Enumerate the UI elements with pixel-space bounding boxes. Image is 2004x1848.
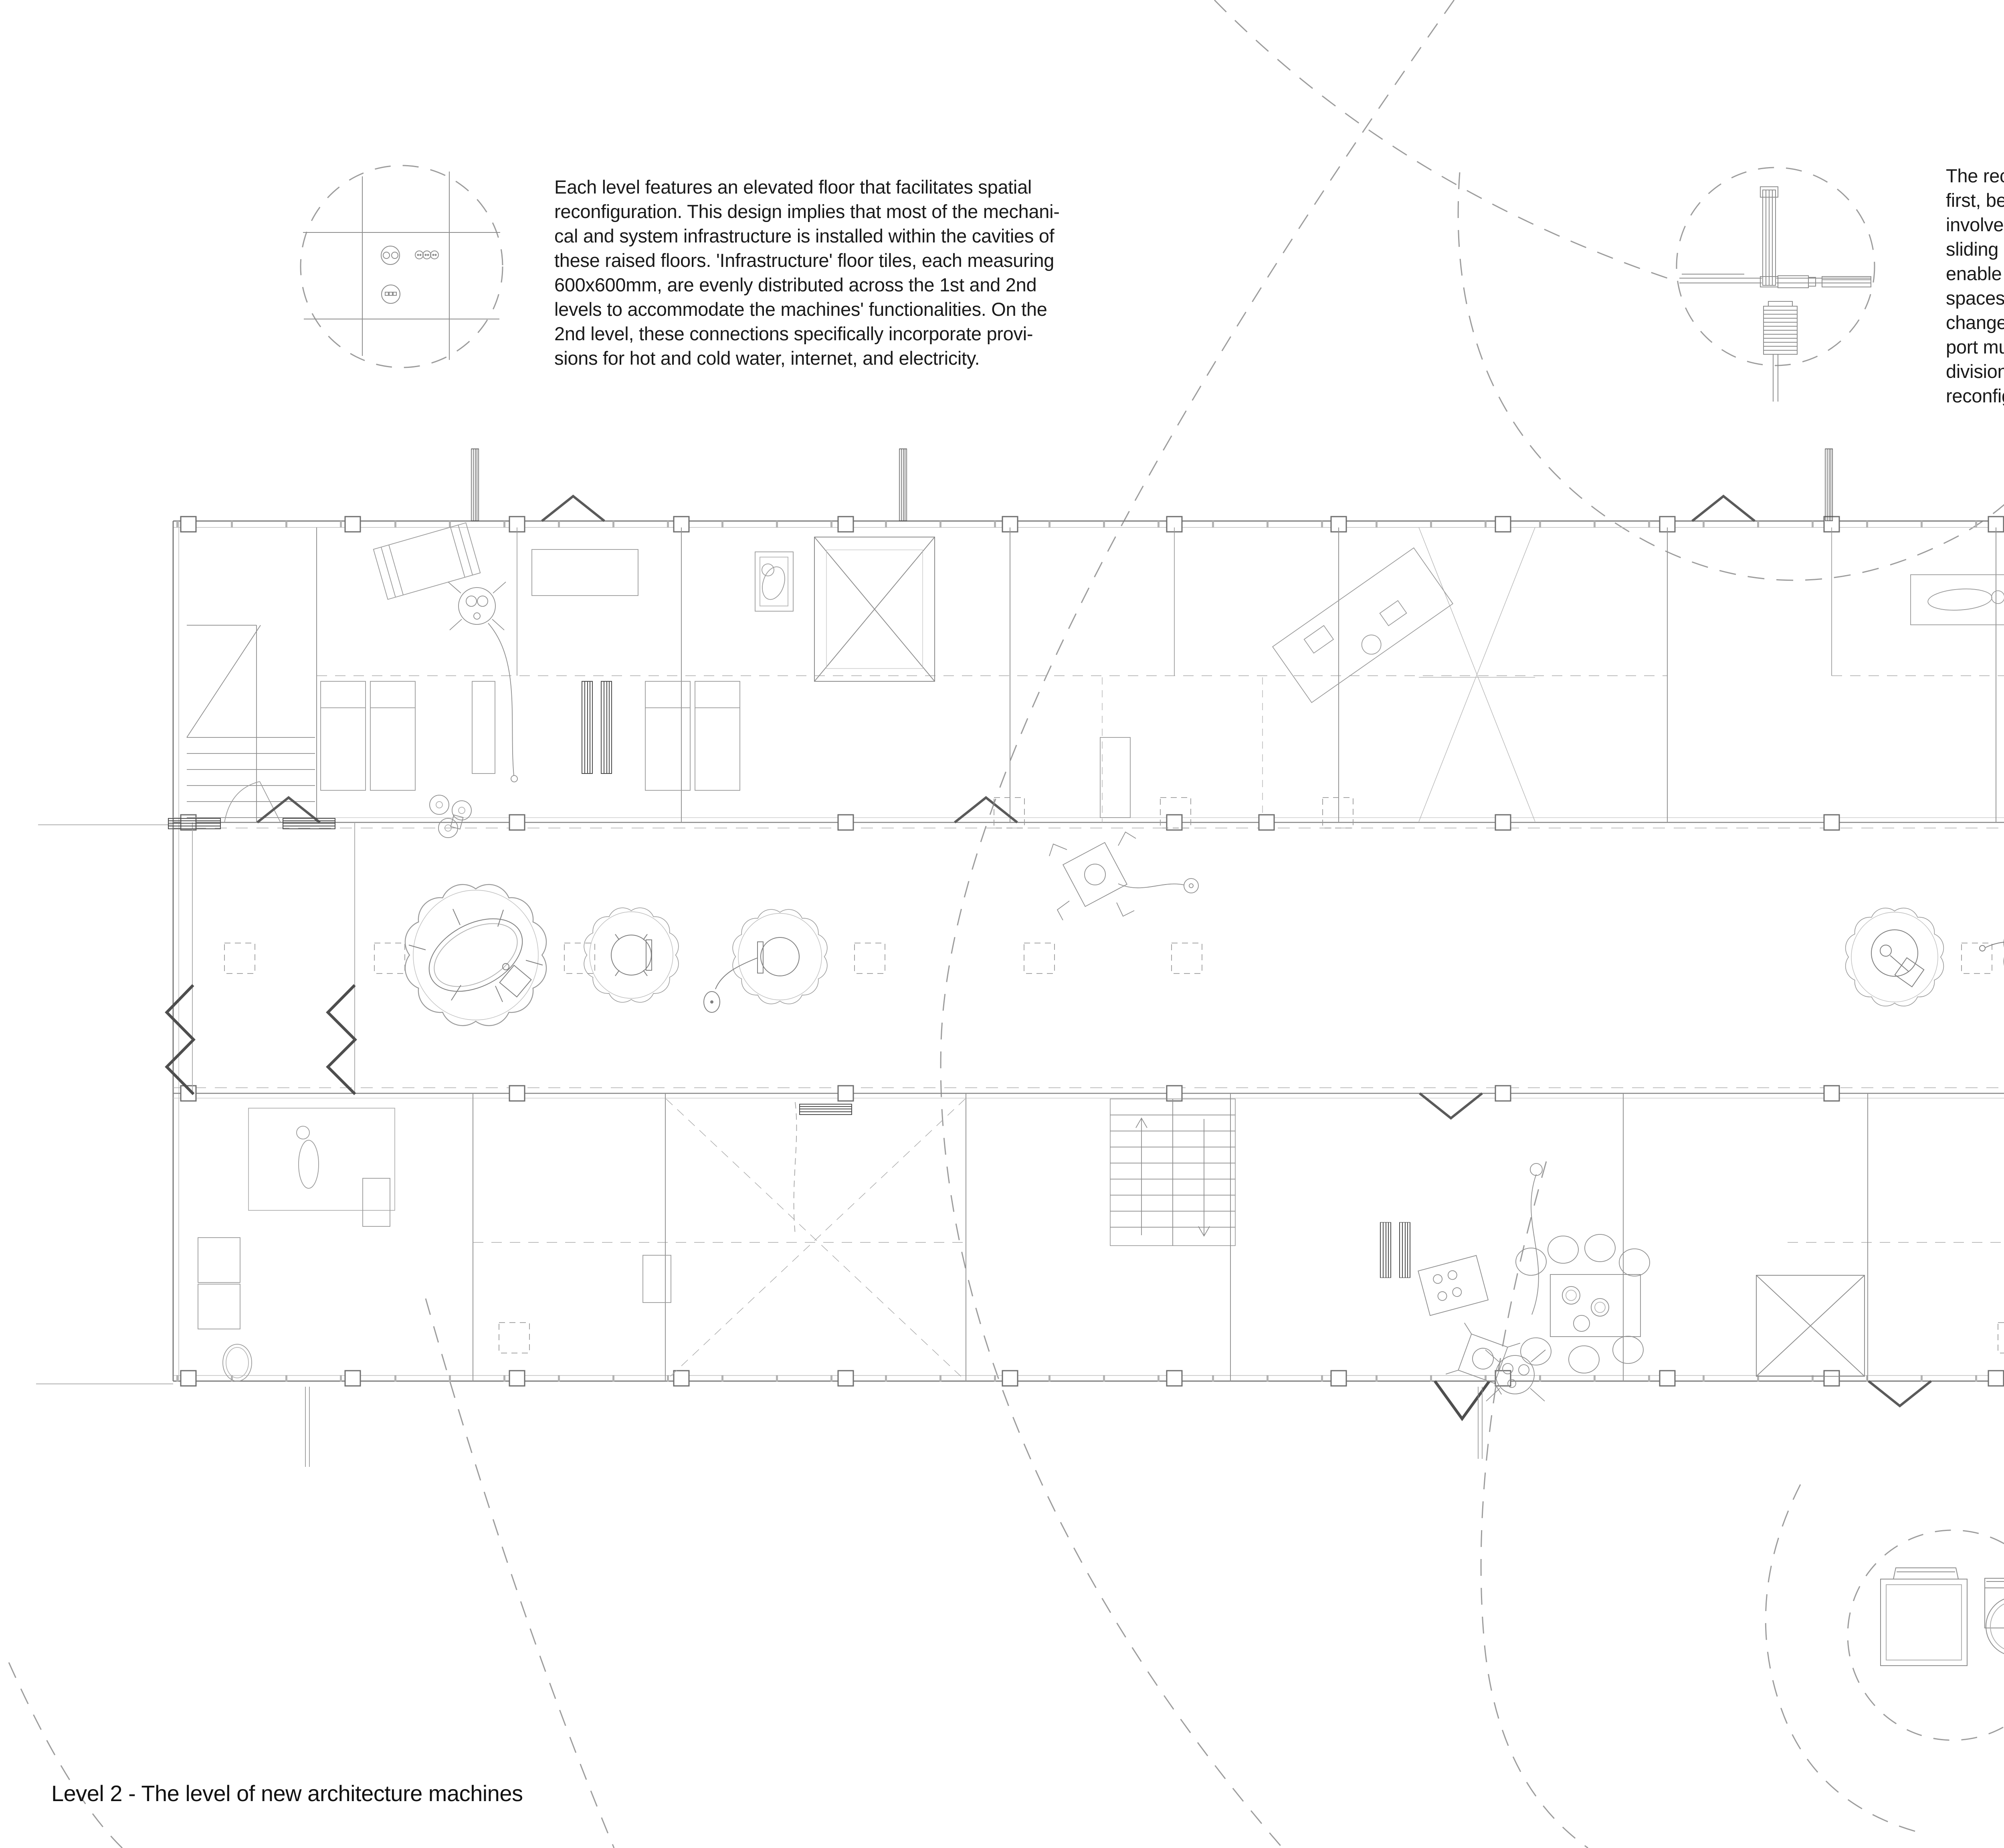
annotation-line: 600x600mm, are evenly distributed across… — [554, 274, 1037, 295]
machine-blobs — [404, 884, 2004, 1026]
bed-with-person — [1910, 574, 2004, 625]
annotation-line: first, being more immediate and easily i… — [1946, 190, 2004, 211]
annotation-line: Each level features an elevated floor th… — [554, 176, 1032, 198]
service-hatch-icon — [381, 285, 400, 304]
square-container-icon — [1880, 1567, 1968, 1666]
legged-table-robot — [1485, 1349, 1546, 1402]
annotation-line: sliding doors, and folding doors. These … — [1946, 238, 2004, 260]
shaft-x-bottom — [1756, 1275, 1865, 1377]
rotated-bed — [373, 522, 481, 600]
desk — [362, 1178, 390, 1227]
round-machine — [611, 934, 652, 976]
square-robot — [1445, 1323, 1521, 1395]
curtain-x-bay — [1418, 527, 1535, 822]
crab-robot — [1049, 831, 1199, 921]
folding-door-stack-icon — [1763, 301, 1798, 402]
data-socket-icon — [415, 250, 439, 259]
corridor-walls — [173, 675, 2004, 1243]
power-outlet-icon — [381, 246, 400, 265]
round-container-icon — [1984, 1578, 2004, 1654]
annotation-line: cal and system infrastructure is install… — [554, 225, 1055, 246]
cabinet — [198, 1237, 240, 1283]
annotation-line: enable a dynamic negotiation between pri… — [1946, 263, 2004, 284]
bed-pair — [645, 681, 740, 791]
detail-floor-tile — [300, 165, 503, 368]
annotation-line: spaces. The second mode is more enduring… — [1946, 287, 2004, 309]
bench — [642, 1255, 671, 1303]
annotation-line: changes, the elevated floor must be lift… — [1946, 312, 2004, 333]
kitchen-people-group — [429, 795, 472, 838]
annotation-line: sions for hot and cold water, internet, … — [554, 347, 980, 369]
disc-machine — [1871, 929, 1925, 988]
round-machine-cable — [703, 937, 800, 1013]
detail-partition-junction — [1676, 167, 1875, 402]
annotation-line: 2nd level, these connections specificall… — [554, 323, 1033, 344]
annotation-line: The reconfiguration of spaces operates o… — [1946, 165, 2004, 186]
exterior-walls — [36, 520, 2004, 1384]
stair-top-left — [186, 625, 315, 822]
annotation-reconfiguration: The reconfiguration of spaces operates o… — [1946, 164, 2004, 408]
stair-pair-bottom — [1110, 1099, 1236, 1246]
sliding-door-track-icon — [1760, 186, 1871, 288]
room-with-person — [248, 1108, 395, 1211]
annotation-line: port must be moved. This mode allows for… — [1946, 336, 2004, 357]
oval-table-machine — [408, 909, 543, 1002]
doors-and-folding-partitions — [165, 448, 2004, 1467]
detail-storage-containers — [1847, 1529, 2004, 1741]
floor-plan — [36, 448, 2004, 1467]
column-grid — [180, 516, 2004, 1387]
annotation-line: levels to accommodate the machines' func… — [554, 299, 1047, 320]
stove-machine — [1418, 1255, 1489, 1316]
annotation-floor-tiles: Each level features an elevated floor th… — [554, 175, 1060, 370]
table — [531, 549, 638, 596]
dashed-guide-arcs — [8, 0, 2004, 1848]
annotation-line: reconfigurability. — [1946, 385, 2004, 406]
corridor-stub-walls — [192, 822, 797, 1235]
wardrobe — [472, 681, 495, 774]
door-chevrons — [257, 496, 1931, 1406]
annotation-line: division placement, providing an additio… — [1946, 361, 2004, 382]
shelf — [1100, 737, 1131, 818]
folding-door-stacks — [168, 448, 1833, 1467]
bottom-wing-partitions — [473, 1093, 1868, 1381]
top-wing-partitions — [316, 527, 1996, 822]
sofa-with-person — [755, 551, 794, 612]
shaft-x-left — [814, 537, 935, 682]
dashed-x-bay — [666, 1099, 966, 1381]
elevator-shafts — [666, 527, 1865, 1381]
staircases — [186, 625, 1236, 1246]
bed-pair — [320, 681, 416, 791]
hanging-cable — [1531, 1174, 1539, 1315]
door-swings — [224, 781, 281, 823]
people-and-robots — [429, 582, 1650, 1402]
dining-group — [1515, 1234, 1650, 1373]
page-title: Level 2 - The level of new architecture … — [51, 1781, 523, 1806]
octopus-robot — [448, 582, 518, 782]
infrastructure-tiles — [224, 797, 2004, 1353]
rotated-desk — [1272, 547, 1454, 703]
cabinet — [198, 1284, 240, 1329]
annotation-line: reconfiguration. This design implies tha… — [554, 201, 1060, 222]
zigzag-folding-partitions — [165, 984, 1491, 1421]
disc-machine-cable — [1979, 941, 2004, 951]
furniture — [198, 522, 2004, 1381]
annotation-line: these raised floors. 'Infrastructure' fl… — [554, 250, 1055, 271]
bathtub — [222, 1344, 252, 1381]
